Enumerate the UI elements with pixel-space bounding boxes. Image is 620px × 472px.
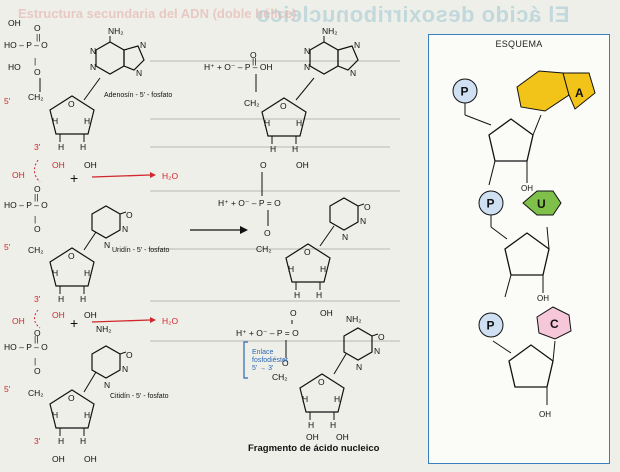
background-text-line: [150, 60, 400, 62]
svg-text:OH: OH: [52, 160, 65, 170]
figure-caption: Fragmento de ácido nucleico: [248, 443, 380, 454]
svg-text:O: O: [34, 328, 41, 338]
svg-text:O: O: [34, 67, 41, 77]
phosphate-circle: [478, 190, 504, 216]
svg-text:OH: OH: [84, 454, 97, 464]
svg-text:O: O: [282, 358, 289, 368]
svg-text:OH: OH: [12, 316, 25, 326]
svg-text:5': 5': [4, 242, 11, 252]
svg-text:CH₂: CH₂: [28, 388, 44, 398]
svg-text:O: O: [290, 308, 297, 318]
citidin-monophosphate: OH HO – P – O || O | O CH₂ 5' NH₂ OH OH …: [4, 316, 134, 464]
base-label-a: A: [575, 86, 584, 100]
phosphodiester-label-line: fosfodiéster: [252, 357, 289, 364]
svg-text:|: |: [34, 214, 36, 224]
background-text-line: [150, 190, 400, 192]
svg-text:3': 3': [34, 436, 41, 446]
svg-text:HO – P – O: HO – P – O: [4, 342, 48, 352]
svg-text:||: ||: [36, 32, 40, 42]
svg-text:||: ||: [34, 192, 38, 202]
svg-text:CH₂: CH₂: [28, 92, 44, 102]
condensation-arrow: [91, 319, 151, 323]
phosphodiester-bond-label: Enlace fosfodiéster 5' → 3': [252, 349, 288, 373]
svg-text:OH: OH: [306, 432, 319, 442]
svg-text:OH: OH: [539, 410, 551, 419]
condensation-arrow: [91, 174, 151, 178]
scheme-title: ESQUEMA: [495, 39, 543, 49]
phosphate-circle: [452, 78, 478, 104]
svg-text:CH₂: CH₂: [28, 245, 44, 255]
scheme-nucleotide-u: OH: [490, 190, 562, 303]
svg-text:OH: OH: [52, 454, 65, 464]
adenosin-monophosphate: OH HO HO – P – O || O | O CH₂ 5' OH OH 3…: [4, 18, 147, 170]
svg-text:5': 5': [4, 96, 11, 106]
svg-text:H⁺ + O⁻ – P – OH: H⁺ + O⁻ – P – OH: [204, 62, 273, 72]
svg-text:OH: OH: [320, 308, 333, 318]
svg-text:||: ||: [34, 334, 38, 344]
svg-text:NH₂: NH₂: [346, 314, 362, 324]
background-text-line: [150, 300, 400, 302]
svg-text:HO: HO: [8, 62, 21, 72]
base-label-u: U: [537, 197, 546, 211]
svg-text:OH: OH: [336, 432, 349, 442]
svg-text:CH₂: CH₂: [244, 98, 260, 108]
adenosin-label: Adenosín - 5' - fosfato: [104, 92, 172, 99]
svg-text:O: O: [34, 184, 41, 194]
svg-text:O: O: [260, 160, 267, 170]
background-text-line: [150, 248, 390, 250]
svg-text:O: O: [34, 224, 41, 234]
nucleic-acid-fragment: H⁺ + O⁻ – P – OH O || CH₂ O OH H⁺ + O⁻ –…: [204, 25, 386, 442]
citidin-label: Citidín - 5' - fosfato: [110, 393, 169, 400]
scheme-drawing: OH OH OH P P P A: [452, 70, 596, 419]
svg-text:HO – P – O: HO – P – O: [4, 200, 48, 210]
phosphate-label: P: [487, 197, 495, 211]
background-text-line: [150, 340, 400, 342]
svg-text:O: O: [264, 228, 271, 238]
phosphate-label: P: [461, 85, 469, 99]
water-product: H₂O: [162, 171, 178, 181]
svg-text:OH: OH: [521, 184, 533, 193]
svg-text:H⁺ + O⁻ – P = O: H⁺ + O⁻ – P = O: [218, 198, 281, 208]
svg-text:|: |: [34, 56, 36, 66]
uridin-monophosphate: OH HO – P – O || O | O CH₂ 5' OH OH 3': [4, 170, 134, 320]
scheme-nucleotide-a: OH: [464, 70, 596, 193]
svg-text:5': 5': [4, 384, 11, 394]
condensation-link: [34, 159, 41, 183]
svg-text:H⁺ + O⁻ – P = O: H⁺ + O⁻ – P = O: [236, 328, 299, 338]
plus-sign: +: [70, 315, 78, 331]
svg-text:O: O: [34, 23, 41, 33]
svg-text:OH: OH: [84, 310, 97, 320]
phosphodiester-label-line: 5' → 3': [252, 365, 274, 372]
condensation-link: [34, 309, 41, 329]
svg-text:||: ||: [252, 56, 256, 66]
svg-text:CH₂: CH₂: [256, 244, 272, 254]
svg-text:OH: OH: [12, 170, 25, 180]
svg-text:CH₂: CH₂: [272, 372, 288, 382]
phosphate-circle: [478, 312, 504, 338]
svg-text:OH: OH: [537, 294, 549, 303]
water-product: H₂O: [162, 316, 178, 326]
svg-text:3': 3': [34, 294, 41, 304]
svg-text:OH: OH: [296, 160, 309, 170]
svg-text:NH₂: NH₂: [96, 324, 112, 334]
uridin-label: Uridín - 5' - fosfato: [112, 247, 169, 254]
svg-text:O: O: [250, 50, 257, 60]
scheme-nucleotide-c: OH: [492, 306, 572, 419]
scheme-panel: ESQUEMA OH OH: [428, 34, 610, 464]
plus-sign: +: [70, 170, 78, 186]
svg-text:OH: OH: [84, 160, 97, 170]
background-section-title: Estructura secundaria del ADN (doble hél…: [18, 6, 297, 21]
base-label-c: C: [550, 317, 559, 331]
svg-text:O: O: [34, 366, 41, 376]
svg-text:|: |: [34, 356, 36, 366]
phosphate-label: P: [487, 319, 495, 333]
svg-text:3': 3': [34, 142, 41, 152]
svg-text:HO – P – O: HO – P – O: [4, 40, 48, 50]
svg-text:OH: OH: [52, 310, 65, 320]
background-text-line: [150, 118, 400, 120]
phosphodiester-label-line: Enlace: [252, 349, 274, 356]
svg-text:OH: OH: [8, 18, 21, 28]
